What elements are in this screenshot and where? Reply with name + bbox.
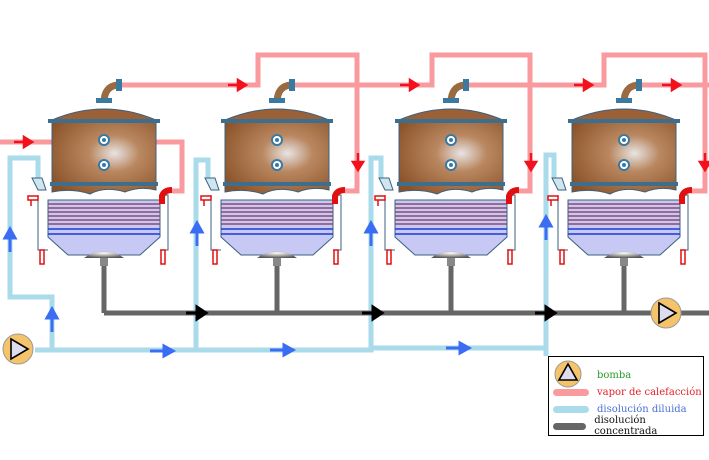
arrow-right-icon	[228, 77, 249, 93]
evaporator-3	[374, 79, 520, 266]
arrow-right-icon	[446, 340, 473, 356]
evaporator-1	[27, 79, 173, 266]
feed-pump-icon	[2, 333, 34, 365]
legend-pump-text: bomba	[597, 369, 632, 381]
legend-pump-icon	[554, 360, 582, 388]
arrow-right-icon	[400, 77, 421, 93]
arrow-right-icon	[14, 134, 35, 150]
legend-concentrate-text: disolución concentrada	[594, 415, 658, 437]
evaporators	[27, 79, 693, 266]
feed-pipe-1	[7, 155, 55, 349]
legend-steam-swatch	[553, 388, 589, 396]
arrow-right-icon	[150, 343, 177, 359]
arrow-up-icon	[538, 213, 554, 240]
steam-pipe-2-3	[291, 52, 533, 175]
steam-pipe-3-4	[465, 52, 708, 175]
arrow-down-icon	[697, 153, 709, 173]
arrow-down-icon	[350, 153, 366, 173]
arrow-right-icon	[270, 342, 297, 358]
arrow-up-icon	[363, 219, 379, 246]
legend-concentrate: disolución concentrada	[553, 415, 703, 437]
arrow-right-icon	[186, 304, 209, 322]
arrow-right-icon	[362, 304, 385, 322]
evaporator-2	[200, 79, 346, 266]
legend-dilute-text: disolución diluida	[597, 403, 687, 415]
arrow-up-icon	[189, 219, 205, 246]
arrow-down-icon	[523, 153, 539, 173]
legend-dilute-swatch	[553, 405, 589, 413]
legend-pump-label: bomba	[597, 367, 631, 383]
legend: bomba vapor de calefacción disolución di…	[548, 356, 704, 437]
arrow-up-icon	[2, 225, 18, 252]
flow-arrows	[2, 77, 709, 359]
arrow-right-icon	[535, 304, 558, 322]
product-pump-icon	[650, 297, 682, 329]
steam-pipe-1-2	[118, 52, 360, 175]
legend-steam: vapor de calefacción	[553, 384, 702, 400]
legend-concentrate-swatch	[553, 422, 587, 430]
feed-main-pipe	[35, 157, 211, 353]
legend-steam-text: vapor de calefacción	[597, 386, 702, 398]
arrow-right-icon	[662, 77, 683, 93]
arrow-right-icon	[574, 77, 595, 93]
arrow-up-icon	[44, 305, 60, 332]
evaporator-4	[547, 79, 693, 266]
legend-dilute: disolución diluida	[553, 401, 687, 417]
